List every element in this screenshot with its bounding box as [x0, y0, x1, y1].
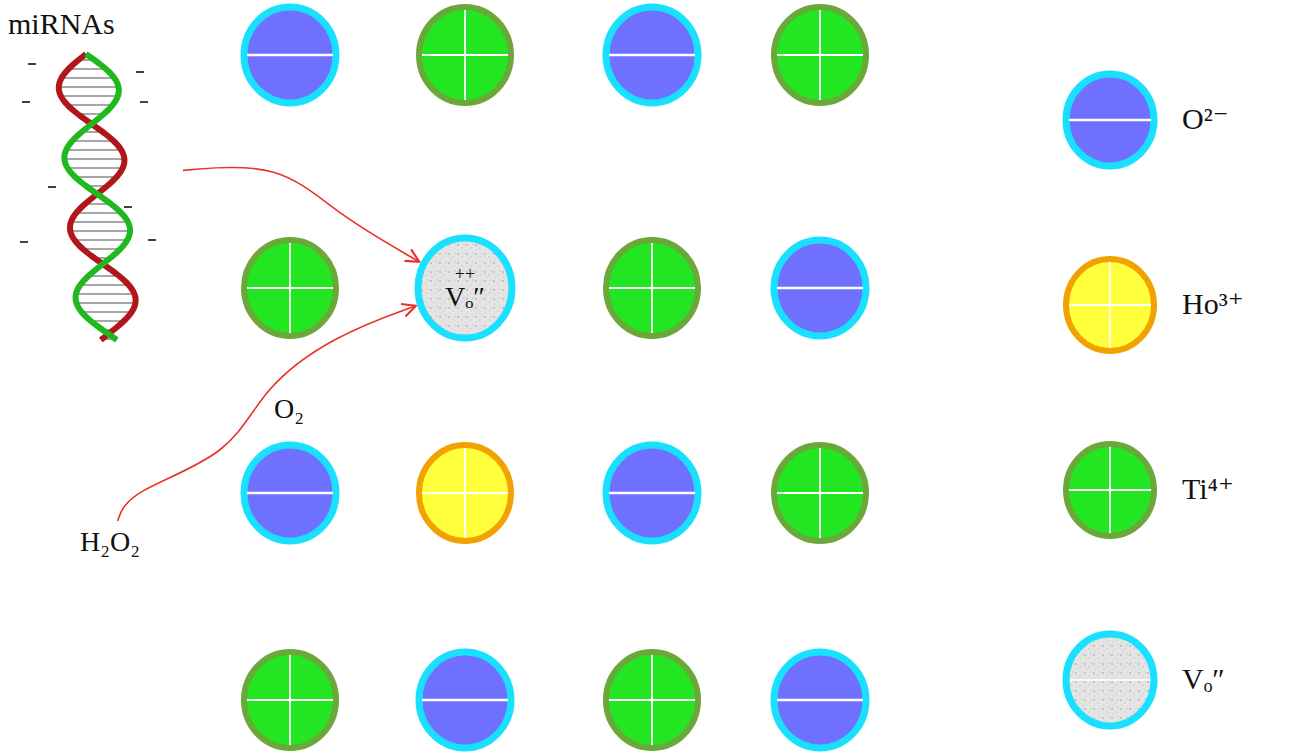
reaction-arrow	[183, 167, 419, 261]
titanium-ion	[774, 7, 866, 103]
oxygen-ion	[606, 7, 698, 103]
reaction-arrow	[118, 306, 416, 521]
rna-helix-drawing	[8, 8, 180, 348]
holmium-ion	[419, 445, 511, 541]
legend-label: O²⁻	[1182, 104, 1229, 134]
oxygen-ion	[774, 240, 866, 336]
oxygen-ion	[244, 7, 336, 103]
titanium-ion	[774, 445, 866, 541]
legend-label: Ti⁴⁺	[1182, 474, 1234, 504]
node-label: miRNAs	[8, 8, 180, 40]
edge-label: O₂	[272, 394, 306, 425]
legend-label: Ho³⁺	[1182, 289, 1244, 319]
oxygen-ion	[774, 652, 866, 748]
legend-swatch	[1061, 629, 1159, 731]
titanium-ion	[244, 240, 336, 336]
titanium-ion	[419, 7, 511, 103]
oxygen-vacancy: ++Vₒ″	[414, 234, 516, 342]
oxygen-ion	[606, 445, 698, 541]
legend-swatch	[1061, 254, 1159, 356]
titanium-ion	[606, 652, 698, 748]
oxygen-ion	[244, 445, 336, 541]
titanium-ion	[606, 240, 698, 336]
mirna-helix: miRNAs	[8, 8, 180, 348]
legend-label: Vₒ″	[1182, 664, 1225, 694]
legend-swatch	[1061, 439, 1159, 541]
legend-swatch	[1061, 69, 1159, 171]
reactant-label: H₂O₂	[76, 524, 144, 560]
node-label: H₂O₂	[80, 527, 140, 556]
oxygen-ion	[419, 652, 511, 748]
titanium-ion	[244, 652, 336, 748]
vacancy-symbol: Vₒ″	[445, 282, 485, 311]
